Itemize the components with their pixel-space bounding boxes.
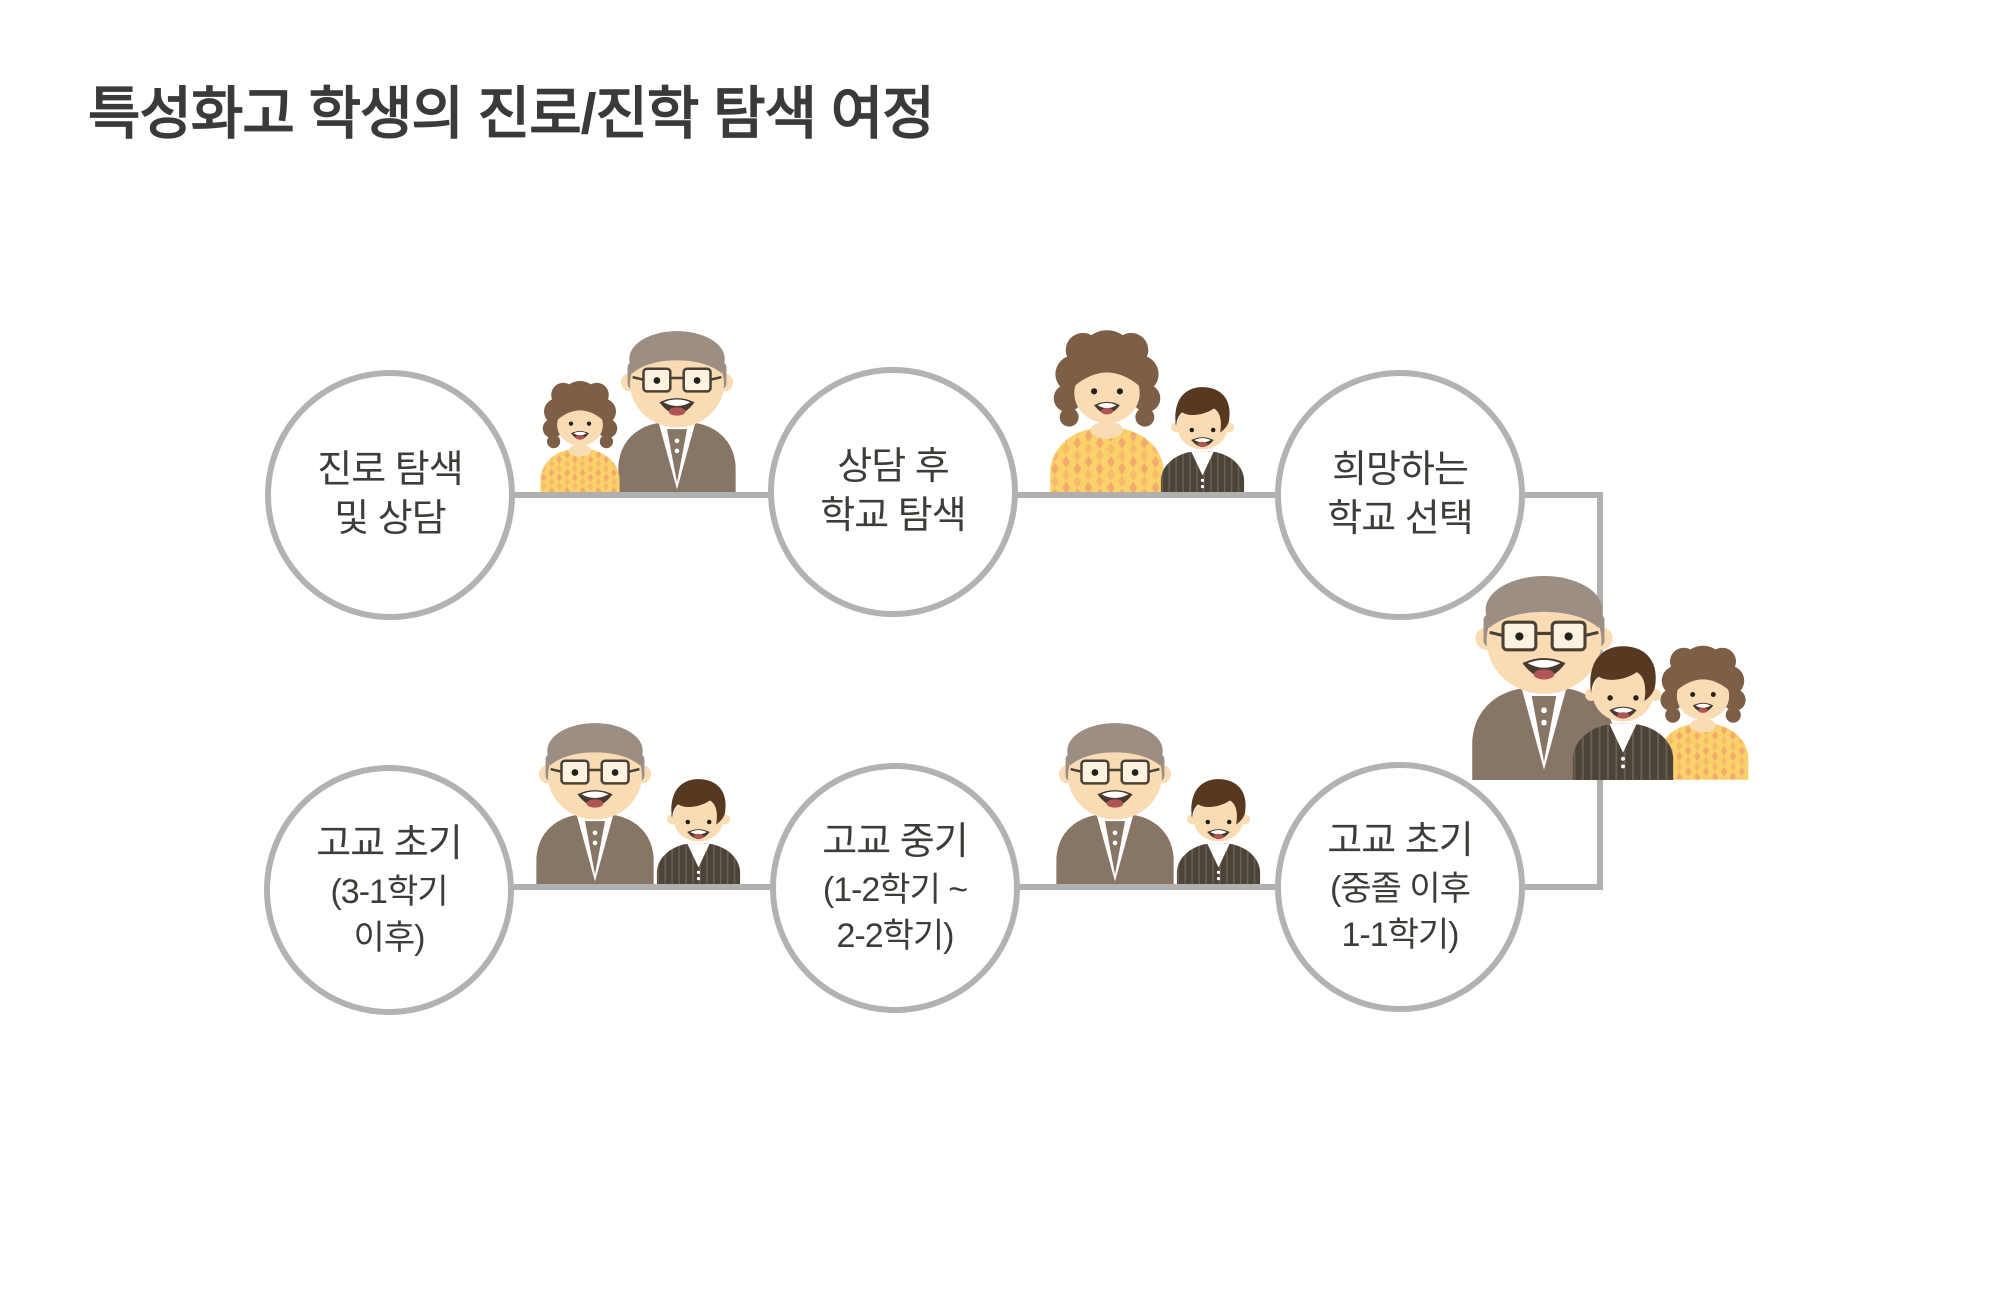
page-title: 특성화고 학생의 진로/진학 탐색 여정	[88, 82, 935, 146]
step-label: 진로 탐색 및 상담	[317, 449, 463, 540]
son-illustration	[648, 764, 749, 890]
father-illustration	[1048, 722, 1182, 890]
step-circle-6: 고교 초기 (중졸 이후 1-1학기)	[1275, 762, 1525, 1012]
step-label: 고교 초기 (중졸 이후 1-1학기)	[1327, 819, 1473, 954]
step-label: 희망하는 학교 선택	[1327, 449, 1473, 540]
step-label: 고교 초기 (3-1학기 이후)	[316, 822, 462, 957]
step-circle-5: 고교 중기 (1-2학기 ~ 2-2학기)	[770, 763, 1020, 1013]
family-son-illustration	[1562, 628, 1684, 780]
step-circle-2: 상담 후 학교 탐색	[768, 367, 1018, 617]
step-label: 고교 중기 (1-2학기 ~ 2-2학기)	[822, 820, 968, 955]
step-circle-1: 진로 탐색 및 상담	[265, 370, 515, 620]
step-label: 상담 후 학교 탐색	[820, 446, 966, 537]
son-illustration	[1152, 372, 1253, 498]
father-illustration	[610, 330, 744, 498]
step-circle-3: 희망하는 학교 선택	[1275, 370, 1525, 620]
son-illustration	[1168, 764, 1269, 890]
mother-illustration	[532, 378, 628, 498]
father-illustration	[528, 722, 662, 890]
step-circle-4: 고교 초기 (3-1학기 이후)	[264, 765, 514, 1015]
